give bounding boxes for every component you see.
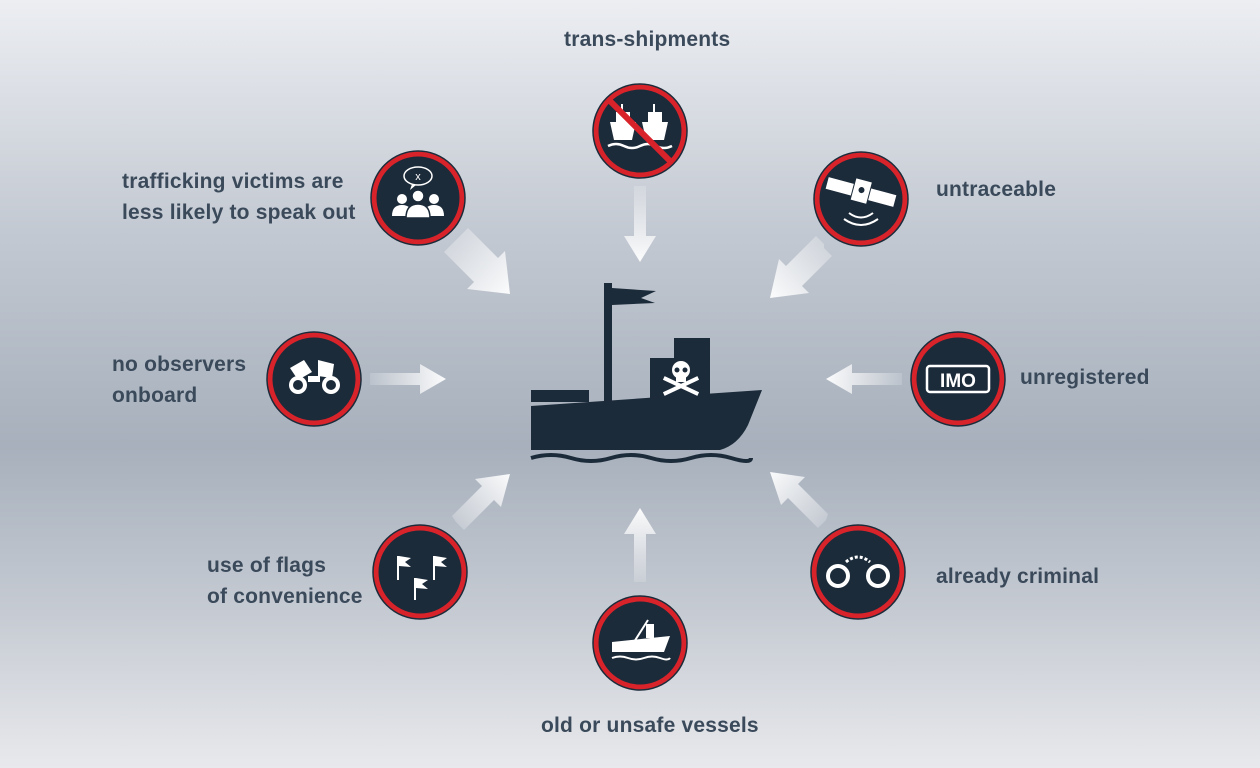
silenced-people-icon: x [392,166,444,219]
satellite-icon [825,177,897,207]
label-flags-line1: use of flags [207,554,327,577]
label-old-unsafe: old or unsafe vessels [541,714,759,737]
handcuffs-icon [826,555,890,588]
arrow-top-right [770,236,832,298]
label-flags-line2: of convenience [207,585,363,608]
label-trafficking-victims: trafficking victims are less likely to s… [122,166,356,228]
pirate-ship-icon [530,283,762,463]
arrow-bottom [624,508,656,582]
imo-text: IMO [940,371,976,392]
label-observers-line1: no observers [112,353,247,376]
flags-icon [397,556,447,600]
arrow-top-left [444,228,510,294]
arrow-right [826,364,902,394]
arrow-bottom-left [452,474,510,530]
label-victims-line1: trafficking victims are [122,170,344,193]
badge-unregistered: IMO [910,331,1006,427]
badge-trafficking-victims: x [370,150,466,246]
label-already-criminal: already criminal [936,565,1100,588]
arrow-top [624,186,656,262]
badge-untraceable [813,151,909,247]
label-transshipments: trans-shipments [564,28,731,51]
arrow-left [370,364,446,394]
label-victims-line2: less likely to speak out [122,201,356,224]
badge-flags [372,524,468,620]
badge-transshipments [592,83,688,179]
binoculars-icon [289,360,340,394]
badge-old-unsafe [592,595,688,691]
imo-icon [925,364,991,394]
label-untraceable: untraceable [936,178,1057,201]
small-boat-icon [611,619,671,661]
speech-mark: x [415,171,421,183]
badge-no-observers [266,331,362,427]
label-no-observers: no observers onboard [112,349,246,411]
label-unregistered: unregistered [1020,366,1150,389]
label-observers-line2: onboard [112,384,198,407]
arrow-bottom-right [770,472,828,528]
badge-already-criminal [810,524,906,620]
label-flags: use of flags of convenience [207,550,363,612]
